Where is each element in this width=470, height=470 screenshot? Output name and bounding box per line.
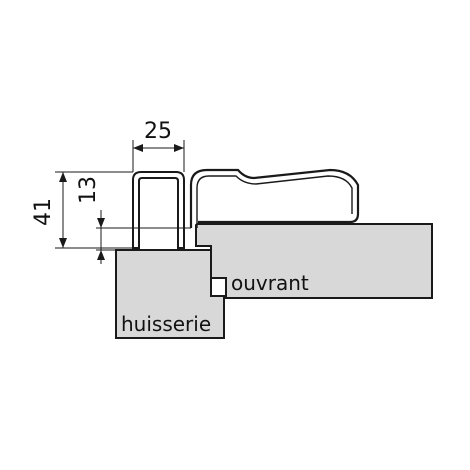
height-arrow-bottom: [59, 238, 67, 248]
step-arrow-bottom: [97, 250, 105, 260]
frame-hinge-leaf: [132, 171, 185, 249]
width-dimension-label: 25: [144, 119, 172, 144]
step-arrow-top: [97, 218, 105, 228]
door-hinge-bracket: [189, 168, 360, 228]
height-dimension-label: 41: [31, 198, 56, 226]
step-dimension-label: 13: [76, 176, 101, 204]
door-leaf-profile: [195, 223, 433, 299]
height-arrow-top: [59, 172, 67, 182]
frame-profile: [115, 249, 225, 339]
door-hinge-bracket-inner: [196, 175, 353, 228]
door-label: ouvrant: [231, 271, 309, 295]
frame-label: huisserie: [121, 312, 211, 336]
width-arrow-left: [133, 144, 143, 152]
width-arrow-right: [174, 144, 184, 152]
